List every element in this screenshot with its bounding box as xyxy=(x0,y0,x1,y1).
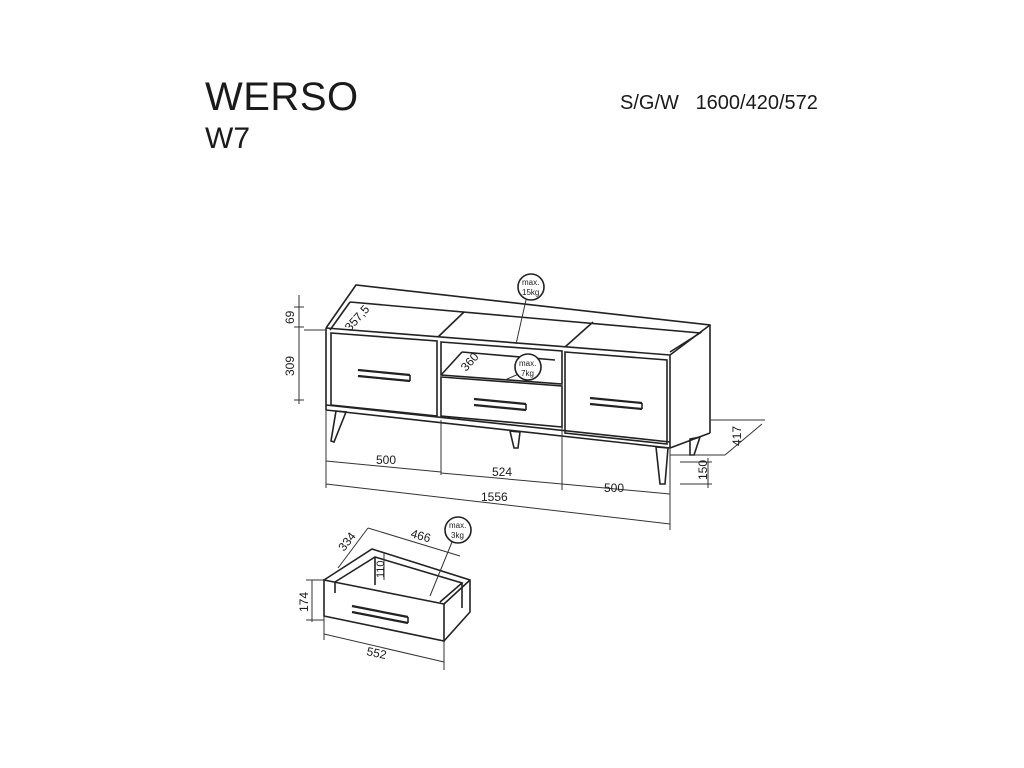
drawer-dim-front-width: 552 xyxy=(365,644,388,662)
load-drawer-label: max. xyxy=(449,521,466,530)
drawer-dim-width: 466 xyxy=(409,526,432,545)
dim-depth: 417 xyxy=(730,426,744,446)
drawer-detail xyxy=(306,527,471,670)
dim-cabinet-height: 309 xyxy=(283,356,297,376)
product-name: WERSO xyxy=(205,75,359,119)
dim-overall-width: 1556 xyxy=(481,490,508,504)
model-code: W7 xyxy=(205,122,250,155)
load-badge-drawer: max. 3kg xyxy=(444,516,472,544)
dimension-spec: S/G/W 1600/420/572 xyxy=(620,91,818,115)
dim-top-height: 69 xyxy=(283,310,297,324)
drawer-dim-depth: 334 xyxy=(335,529,359,554)
drawer-dim-inner-height: 110 xyxy=(375,560,387,578)
spec-value: 1600/420/572 xyxy=(695,92,818,114)
load-badge-top: max. 15kg xyxy=(517,273,545,301)
load-shelf-value: 7kg xyxy=(521,369,534,378)
load-drawer-value: 3kg xyxy=(451,531,464,540)
load-top-label: max. xyxy=(522,278,539,287)
load-shelf-label: max. xyxy=(519,359,536,368)
dim-leg-height: 150 xyxy=(696,460,710,480)
spec-label: S/G/W xyxy=(620,92,679,114)
dim-left-width: 500 xyxy=(376,453,396,467)
load-top-value: 15kg xyxy=(522,288,539,297)
load-badge-shelf: max. 7kg xyxy=(514,353,542,381)
drawer-dim-height: 174 xyxy=(297,592,311,612)
dim-right-width: 500 xyxy=(604,481,624,495)
dim-center-width: 524 xyxy=(492,465,512,479)
dimension-lines xyxy=(294,295,765,530)
